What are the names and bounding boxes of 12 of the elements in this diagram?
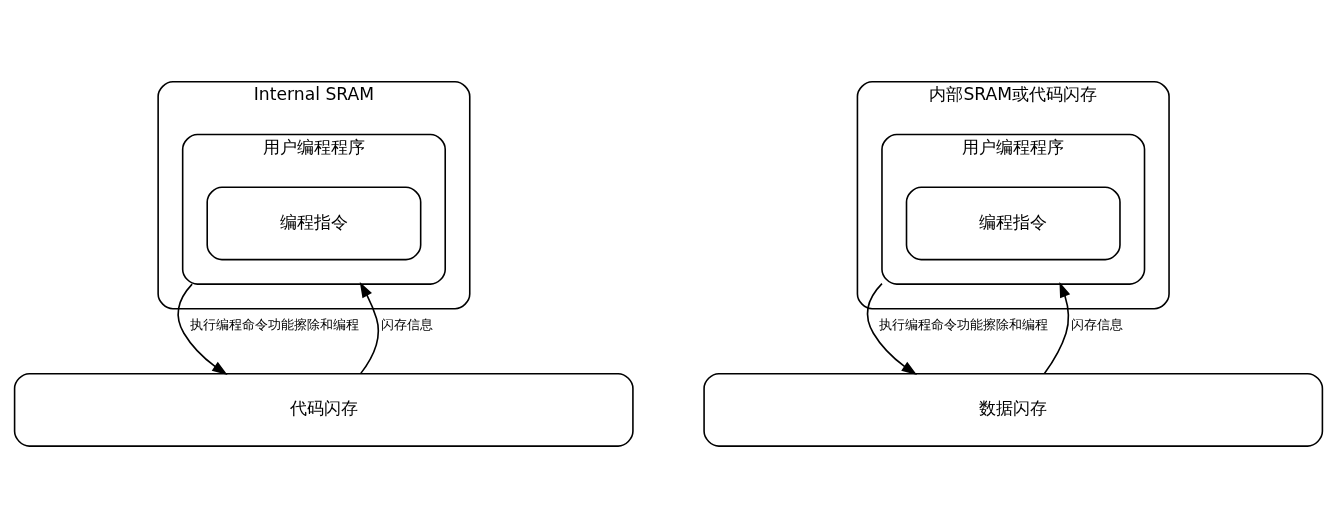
arrow — [177, 283, 228, 375]
arrow — [866, 282, 918, 375]
node-box: 代码闪存 — [13, 372, 634, 447]
edge-label: 执行编程命令功能擦除和编程 — [879, 316, 1049, 333]
edge-label: 闪存信息 — [1070, 316, 1123, 333]
arrow — [359, 282, 380, 375]
node-box: 数据闪存 — [703, 372, 1324, 447]
node-box: 编程指令 — [905, 186, 1121, 261]
arrow — [1043, 281, 1071, 375]
edge-label: 闪存信息 — [381, 316, 434, 333]
node-box: 编程指令 — [206, 186, 422, 261]
edge-label: 执行编程命令功能擦除和编程 — [189, 316, 359, 333]
